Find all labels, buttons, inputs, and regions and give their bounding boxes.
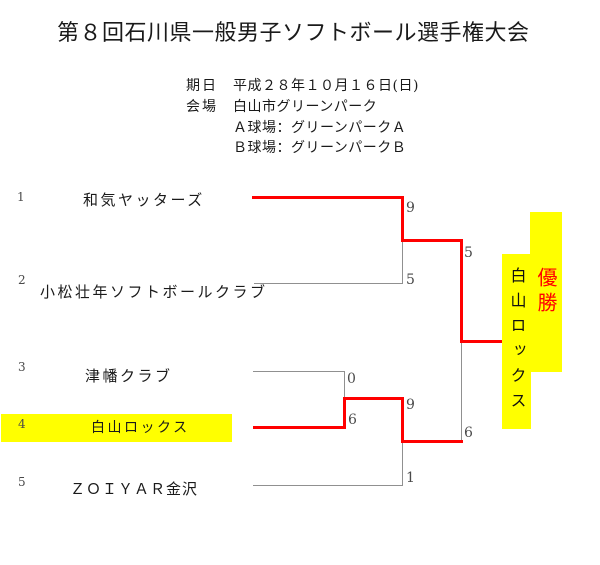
final-vertical-top [460,239,463,343]
champion-line [460,340,503,343]
date-value: 平成２８年１０月１６日(日) [233,78,419,94]
champion-label-box: 優勝 [530,212,562,372]
team-name-3: 津幡クラブ [85,367,173,385]
team-name-1: 和気ヤッターズ [83,191,205,209]
champion-label: 優勝 [534,267,558,317]
match2-vertical-top [344,371,345,399]
score-match1-top: 9 [406,200,415,216]
seed-5: 5 [18,475,26,489]
venue-label: 会場 [186,99,218,115]
team-name-5: ＺＯＩＹＡＲ金沢 [70,480,199,498]
semi-vertical-bottom [402,443,403,486]
team1-line [252,196,404,199]
field-b-value: Ｂ球場：グリーンパークＢ [233,140,407,156]
champion-name: 白山ロックス [507,266,527,417]
score-final-top: 5 [464,245,473,261]
team5-line [253,485,402,486]
score-match2-top: 0 [347,371,356,387]
match1-winner-line [401,239,463,242]
seed-4: 4 [18,417,26,431]
team3-line [253,371,344,372]
score-match1-bottom: 5 [406,272,415,288]
venue-value: 白山市グリーンパーク [233,99,378,115]
match1-vertical-bottom [402,241,403,284]
semi-vertical-top [401,397,404,443]
score-final-bottom: 6 [464,425,473,441]
team2-line [254,283,402,284]
score-semi-bottom: 1 [406,470,415,486]
match1-vertical-top [401,196,404,241]
final-vertical-bottom [461,343,462,442]
score-match2-bottom: 6 [348,412,357,428]
match2-winner-line [343,397,404,400]
seed-1: 1 [17,190,25,204]
team4-line [253,426,346,429]
semi-winner-line [401,440,463,443]
field-a-value: Ａ球場：グリーンパークＡ [233,120,407,136]
match2-vertical-bottom [343,398,346,429]
date-label: 期日 [186,78,218,94]
seed-2: 2 [18,273,26,287]
team-name-4: 白山ロックス [91,420,190,436]
score-semi-top: 9 [406,397,415,413]
team-name-2: 小松壮年ソフトボールクラブ [40,283,268,301]
page-title: 第８回石川県一般男子ソフトボール選手権大会 [57,21,530,46]
champion-name-box: 白山ロックス [502,254,531,429]
team4-highlight [1,414,232,442]
seed-3: 3 [18,360,26,374]
